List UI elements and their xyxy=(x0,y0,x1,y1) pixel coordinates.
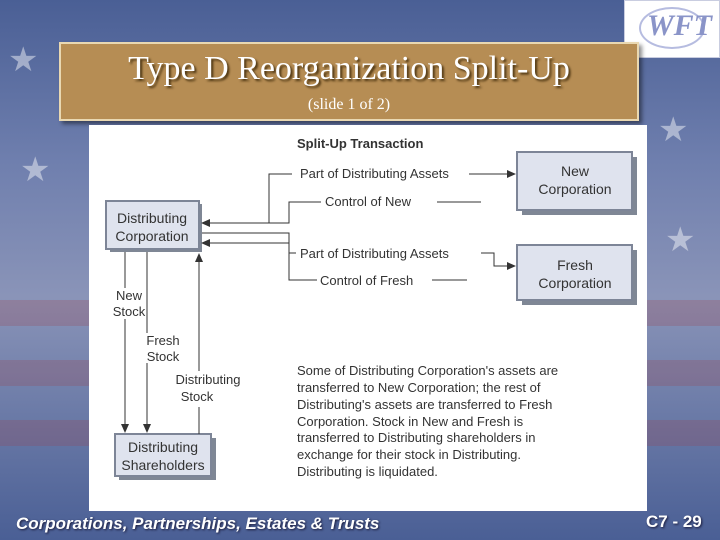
star-icon: ★ xyxy=(20,150,50,190)
description-line: exchange for their stock in Distributing… xyxy=(297,447,521,462)
page-number: C7 - 29 xyxy=(646,512,702,532)
description-line: Distributing is liquidated. xyxy=(297,464,438,479)
star-icon: ★ xyxy=(658,110,688,150)
control-of-fresh-label: Control of Fresh xyxy=(320,273,413,288)
description-line: transferred to Distributing shareholders… xyxy=(297,430,535,445)
distributing-stock-line2: Stock xyxy=(181,389,214,404)
fresh-stock-line1: Fresh xyxy=(146,333,179,348)
logo-text: WFT xyxy=(647,9,712,43)
distributing-shareholders-box: Distributing Shareholders xyxy=(115,434,216,480)
flow-fresh-stock: Fresh Stock xyxy=(146,252,179,432)
assets-to-new-label: Part of Distributing Assets xyxy=(300,166,449,181)
new-corporation-box: New Corporation xyxy=(517,152,637,215)
distributing-corporation-line2: Corporation xyxy=(115,228,188,244)
description-line: Distributing's assets are transferred to… xyxy=(297,397,552,412)
description-line: Some of Distributing Corporation's asset… xyxy=(297,363,558,378)
assets-to-fresh-label: Part of Distributing Assets xyxy=(300,246,449,261)
new-corporation-line1: New xyxy=(561,163,590,179)
distributing-corporation-box: Distributing Corporation xyxy=(106,201,202,252)
description-line: Corporation. Stock in New and Fresh is xyxy=(297,414,524,429)
slide-footer: Corporations, Partnerships, Estates & Tr… xyxy=(16,514,379,534)
title-banner: Type D Reorganization Split-Up (slide 1 … xyxy=(59,42,639,121)
split-up-diagram: Split-Up Transaction Distributing Corpor… xyxy=(89,125,647,511)
flow-control-of-new: Control of New xyxy=(202,194,481,223)
distributing-shareholders-line1: Distributing xyxy=(128,439,198,455)
description-line: transferred to New Corporation; the rest… xyxy=(297,380,541,395)
flow-assets-to-fresh: Part of Distributing Assets xyxy=(202,233,515,266)
star-icon: ★ xyxy=(665,220,695,260)
distributing-stock-line1: Distributing xyxy=(175,372,240,387)
distributing-corporation-line1: Distributing xyxy=(117,210,187,226)
diagram-heading: Split-Up Transaction xyxy=(297,136,423,151)
fresh-corporation-line2: Corporation xyxy=(538,275,611,291)
star-icon: ★ xyxy=(8,40,38,80)
fresh-corporation-line1: Fresh xyxy=(557,257,593,273)
flow-new-stock: New Stock xyxy=(113,252,146,432)
new-stock-line2: Stock xyxy=(113,304,146,319)
slide-title: Type D Reorganization Split-Up xyxy=(61,50,637,88)
distributing-shareholders-line2: Shareholders xyxy=(121,457,204,473)
fresh-stock-line2: Stock xyxy=(147,349,180,364)
new-corporation-line2: Corporation xyxy=(538,181,611,197)
fresh-corporation-box: Fresh Corporation xyxy=(517,245,637,305)
new-stock-line1: New xyxy=(116,288,143,303)
flow-distributing-stock: Distributing Stock xyxy=(175,254,240,434)
description-block: Some of Distributing Corporation's asset… xyxy=(297,363,558,479)
slide-subtitle: (slide 1 of 2) xyxy=(61,96,637,114)
control-of-new-label: Control of New xyxy=(325,194,412,209)
diagram-panel: Split-Up Transaction Distributing Corpor… xyxy=(89,125,647,511)
